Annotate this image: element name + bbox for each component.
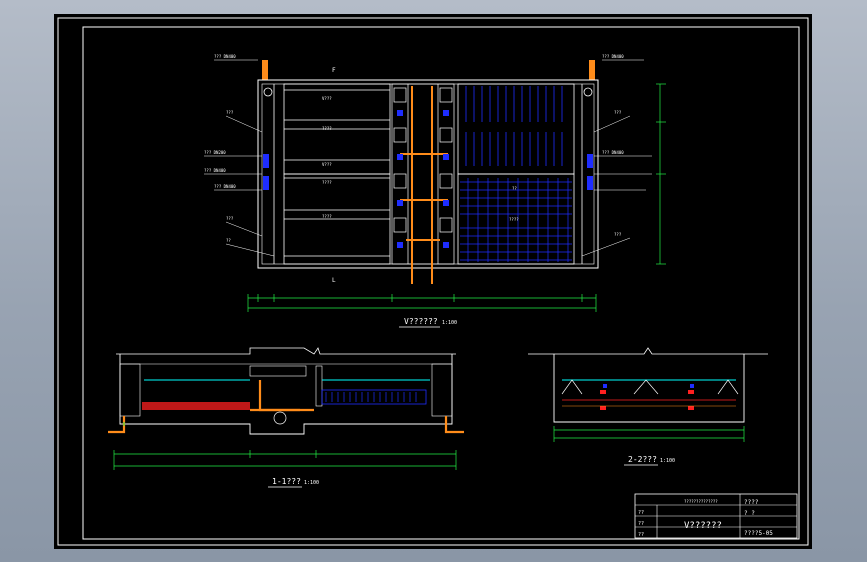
title-right-2: ? ? [744,510,755,517]
title-block: ?????????????? ?? ?? ?? V?????? ???? ? ?… [634,493,798,539]
channel-label-4: ???? [322,180,332,185]
pipe-label-2: ??? DN200 [204,150,226,155]
plan-view: F L V??? ???? V??? ???? ???? ???? ?? ???… [204,54,666,328]
side-label-4: ??? [614,110,622,115]
title-right-1: ???? [744,499,759,506]
right-filter-beds [457,83,575,265]
section2-caption: 2-2??? [628,455,657,464]
blue-valves [263,110,593,248]
section1-caption: 1-1??? [272,477,301,486]
outer-frame [57,17,809,546]
title-right-3: ????5-05 [744,530,773,537]
orange-pipes [400,86,448,284]
left-filter-beds [283,83,391,265]
section-2-2: 2-2??? 1:100 [528,347,768,466]
channel-label-2: ???? [322,126,332,131]
cad-drawing: F L V??? ???? V??? ???? ???? ???? ?? ???… [57,17,809,546]
plan-mark-top: F [332,67,336,74]
plan-scale: 1:100 [442,320,457,326]
sand-layer-left [142,402,250,410]
channel-label-3: V??? [322,162,332,167]
side-label-1: ??? [226,110,234,115]
pipe-right-top [589,60,595,80]
inner-frame [82,26,800,540]
plan-mark-bottom: L [332,277,336,284]
side-label-3: ?? [226,238,231,243]
plan-dim-vertical [656,83,666,265]
pipe-label-3: ??? DN400 [204,168,226,173]
pipe-label-6: ??? DN400 [602,150,624,155]
right-label: ???? [509,217,519,222]
plan-caption: V?????? [404,317,438,326]
title-row-1: ?? [638,510,644,516]
title-project: V?????? [684,521,722,531]
side-label-2: ??? [226,216,234,221]
pipe-left-top [262,60,268,80]
plan-dim-horizontal [247,294,597,312]
title-row-2: ?? [638,521,644,527]
channel-label-5: ???? [322,214,332,219]
side-label-5: ??? [614,232,622,237]
drawing-sheet: F L V??? ???? V??? ???? ???? ???? ?? ???… [54,14,812,549]
section-1-1: 1-1??? 1:100 [108,347,464,488]
title-row-3: ?? [638,532,644,538]
section2-scale: 1:100 [660,458,675,464]
pipe-label-1: ??? DN400 [214,54,236,59]
section1-scale: 1:100 [304,480,319,486]
pipe-label-5: ??? DN400 [602,54,624,59]
pipe-gallery [391,83,455,265]
title-header: ?????????????? [684,499,718,504]
pipe-label-4: ??? DN400 [214,184,236,189]
center-label: ?? [512,186,517,191]
channel-label-1: V??? [322,96,332,101]
